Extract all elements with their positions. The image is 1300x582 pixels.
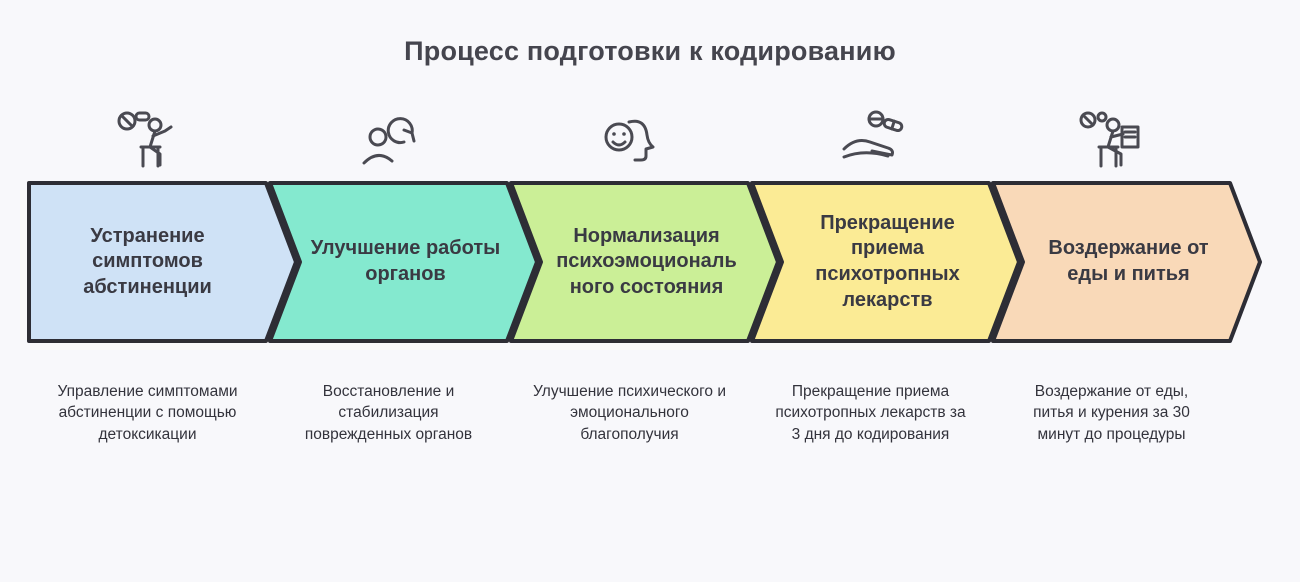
- step-description: Улучшение психического и эмоционального …: [532, 383, 726, 443]
- process-flow: Устранение симптомов абстиненции Управле…: [0, 85, 1300, 445]
- page-title: Процесс подготовки к кодированию: [404, 36, 896, 66]
- no-substance-seated-person-icon: [27, 85, 268, 181]
- step-label: Нормализация психоэмоционального состоян…: [556, 224, 737, 298]
- step-chevron: Устранение симптомов абстиненции: [27, 181, 298, 343]
- step-label: Воздержание от еды и питья: [1048, 237, 1209, 285]
- chevron-shape: [750, 181, 1021, 343]
- chevron-shape: [509, 181, 780, 343]
- step-label: Устранение симптомов абстиненции: [83, 224, 212, 298]
- process-step-5: Воздержание от еды и питья Воздержание о…: [991, 85, 1262, 445]
- step-description: Прекращение приема психотропных лекарств…: [775, 383, 966, 443]
- head-smile-icon: [509, 85, 750, 181]
- process-step-3: Нормализация психоэмоционального состоян…: [509, 85, 780, 445]
- step-chevron: Воздержание от еды и питья: [991, 181, 1262, 343]
- step-description: Воздержание от еды, питья и курения за 3…: [1033, 383, 1190, 443]
- no-pills-person-reading-icon: [991, 85, 1232, 181]
- process-step-1: Устранение симптомов абстиненции Управле…: [27, 85, 298, 445]
- step-label: Прекращение приема психотропных лекарств: [815, 211, 960, 311]
- step-chevron: Прекращение приема психотропных лекарств: [750, 181, 1021, 343]
- step-chevron: Улучшение работы органов: [268, 181, 539, 343]
- person-recovery-cycle-icon: [268, 85, 509, 181]
- chevron-shape: [27, 181, 298, 343]
- chevron-shape: [268, 181, 539, 343]
- step-description: Управление симптомами абстиненции с помо…: [57, 383, 238, 443]
- step-chevron: Нормализация психоэмоционального состоян…: [509, 181, 780, 343]
- step-description: Восстановление и стабилизация поврежденн…: [304, 383, 473, 443]
- process-step-4: Прекращение приема психотропных лекарств…: [750, 85, 1021, 445]
- step-label: Улучшение работы органов: [310, 237, 501, 285]
- hand-with-pills-icon: [750, 85, 991, 181]
- chevron-shape: [991, 181, 1262, 343]
- process-step-2: Улучшение работы органов Восстановление …: [268, 85, 539, 445]
